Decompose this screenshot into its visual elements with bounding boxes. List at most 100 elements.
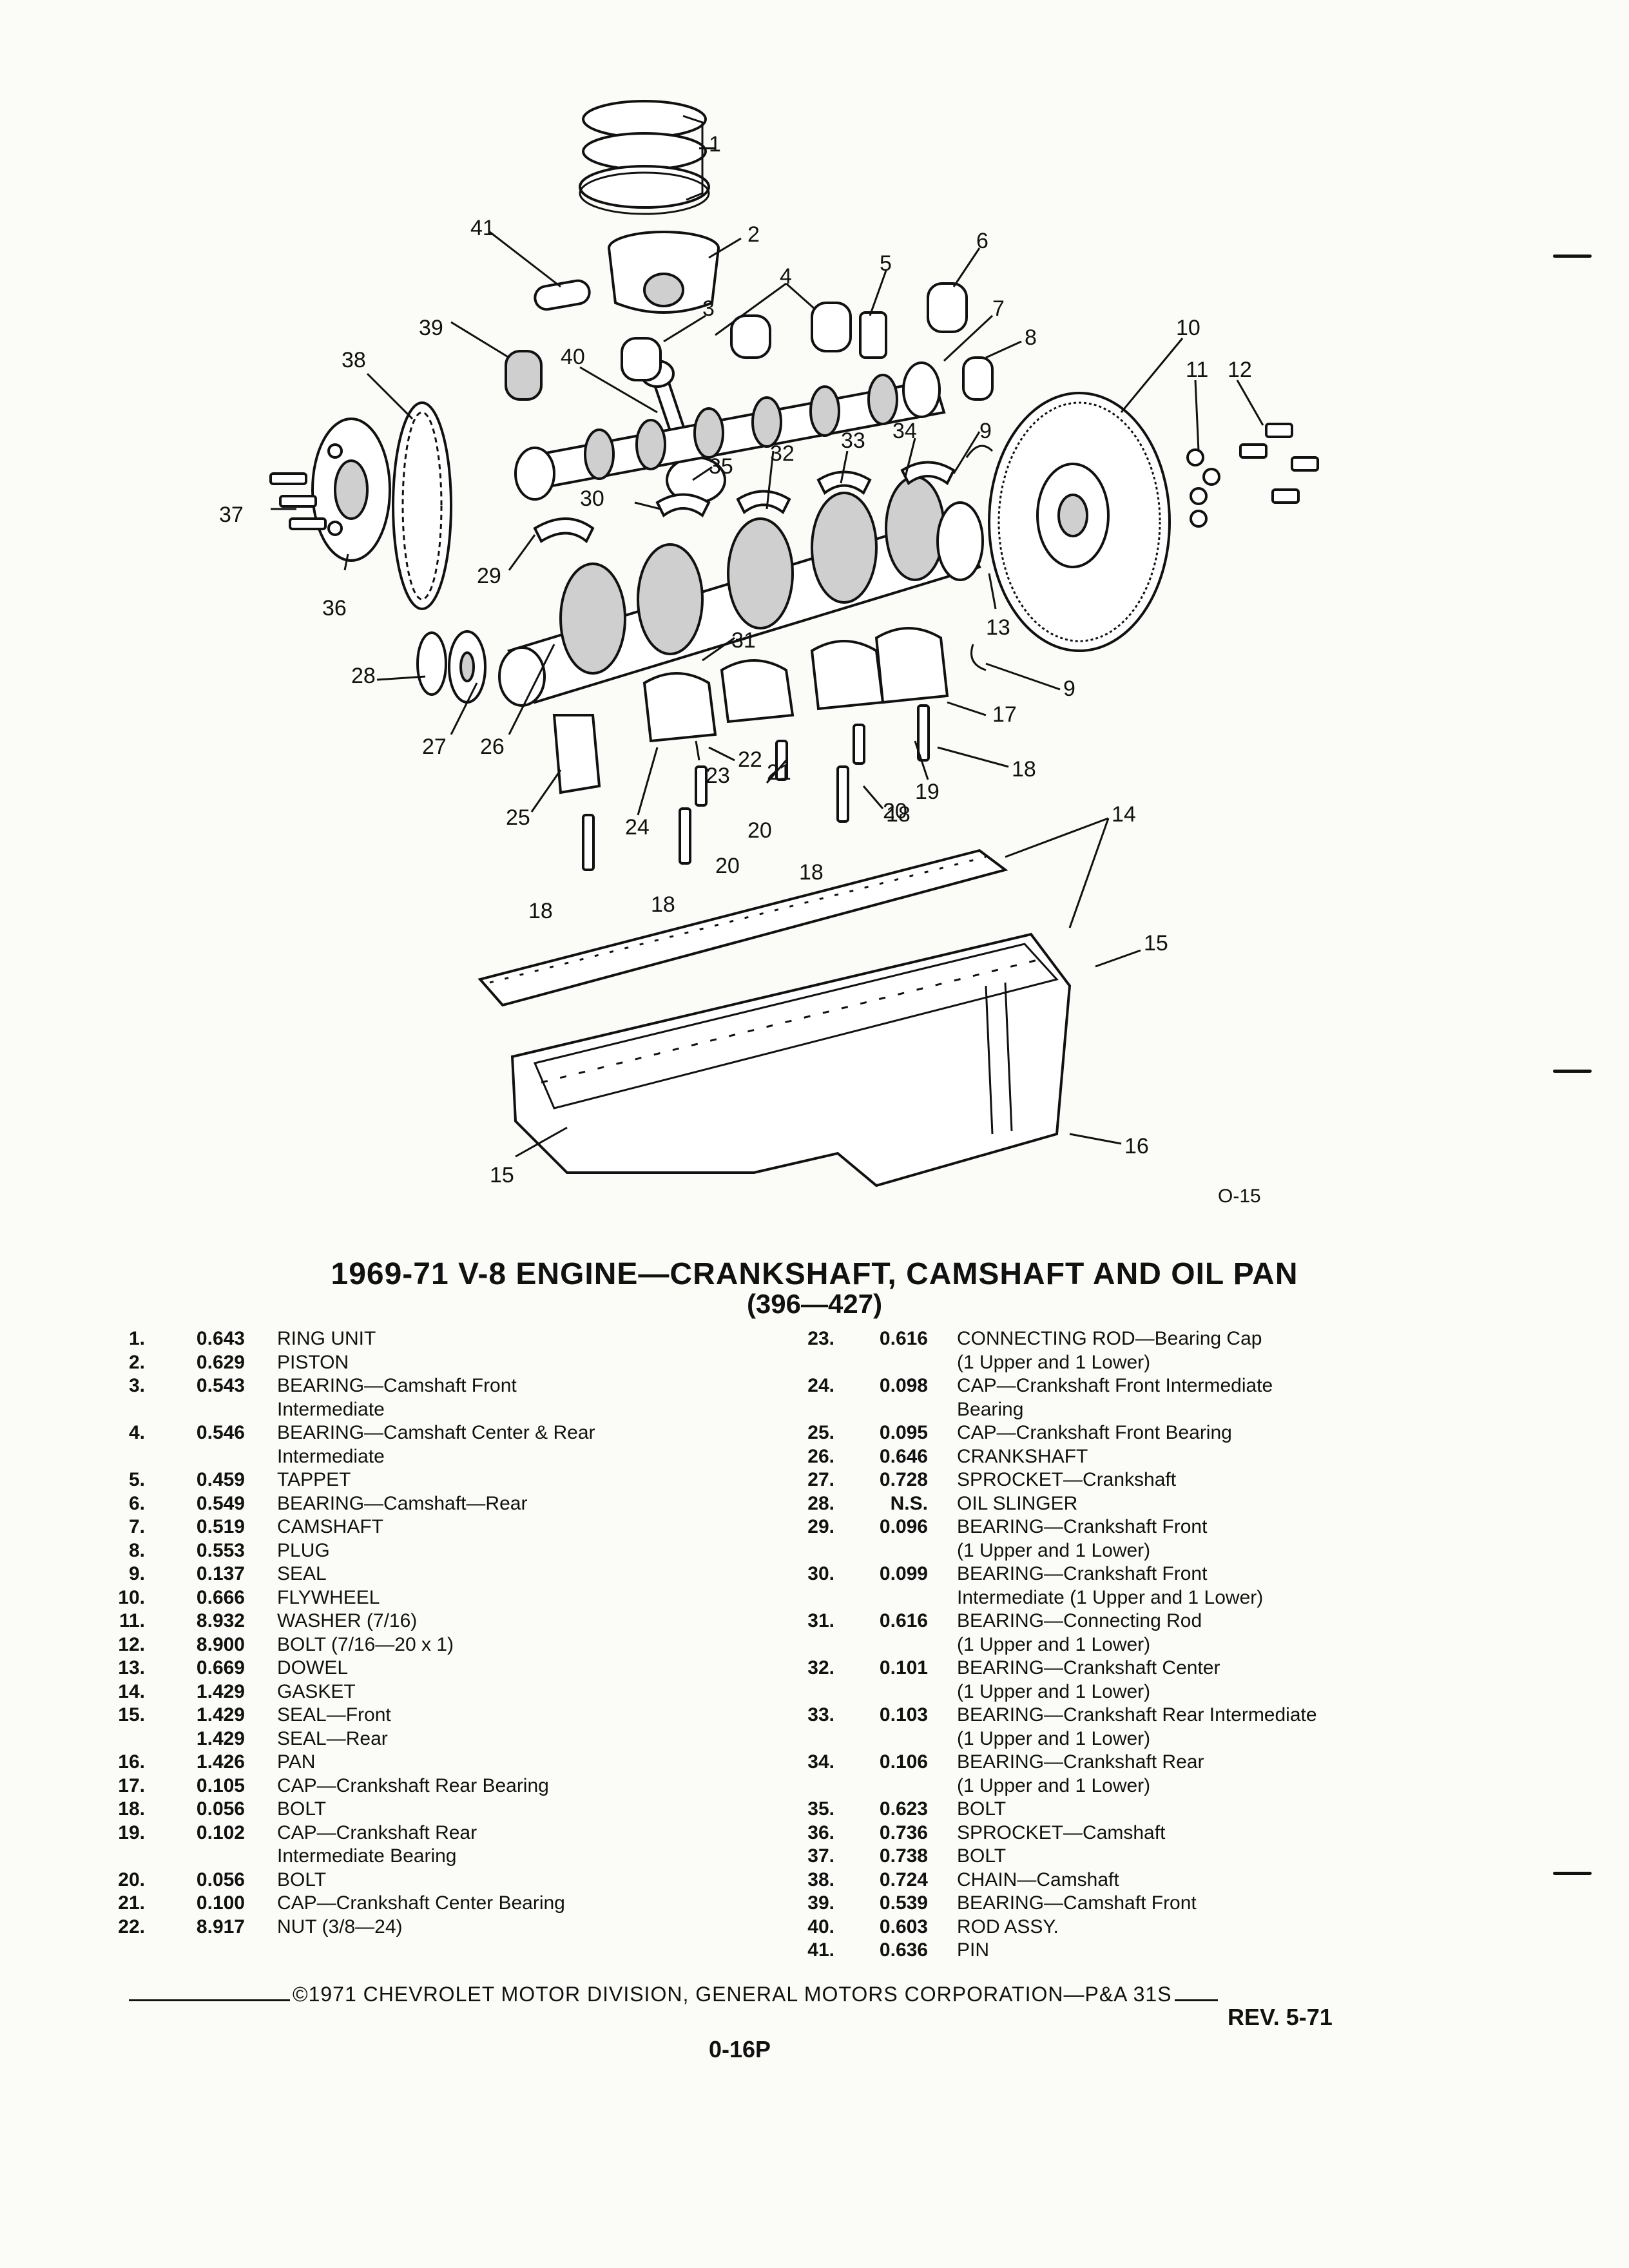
binder-mark — [1553, 255, 1592, 258]
part-description: SPROCKET—Crankshaft — [957, 1469, 1177, 1490]
callout-25: 25 — [506, 805, 530, 830]
item-number: 26. — [807, 1445, 834, 1467]
callout-39: 39 — [419, 316, 443, 340]
part-number: 0.096 — [879, 1516, 928, 1537]
callout-8: 8 — [1025, 325, 1037, 350]
item-number: 35. — [807, 1798, 834, 1820]
part-description: CAP—Crankshaft Rear — [277, 1821, 477, 1843]
item-number: 17. — [118, 1774, 145, 1796]
part-description: Intermediate — [277, 1398, 385, 1420]
part-description: BOLT — [277, 1869, 327, 1890]
item-number: 25. — [807, 1422, 834, 1443]
part-description: SEAL — [277, 1563, 327, 1584]
item-number: 40. — [807, 1916, 834, 1937]
callout-15: 15 — [1144, 931, 1168, 956]
part-number: 8.900 — [196, 1633, 245, 1655]
callout-9b: 9 — [1063, 677, 1075, 701]
part-description: CAP—Crankshaft Rear Bearing — [277, 1774, 549, 1796]
callout-11: 11 — [1186, 358, 1208, 382]
part-number: 0.546 — [196, 1422, 245, 1443]
callout-leaders — [271, 115, 1264, 1158]
figure-code: O-15 — [1218, 1186, 1261, 1207]
part-number: 1.426 — [196, 1751, 245, 1773]
crankshaft-illustration — [498, 476, 984, 707]
part-description: CAMSHAFT — [277, 1516, 383, 1537]
part-description: (1 Upper and 1 Lower) — [957, 1680, 1151, 1702]
item-number: 13. — [118, 1657, 145, 1678]
part-number: 0.102 — [196, 1821, 245, 1843]
main-bearing-caps-illustration — [552, 627, 949, 794]
callout-34: 34 — [892, 419, 917, 443]
part-description: (1 Upper and 1 Lower) — [957, 1351, 1151, 1373]
part-number: 8.917 — [196, 1916, 245, 1937]
callout-18c: 18 — [799, 860, 824, 885]
part-description: BEARING—Crankshaft Center — [957, 1657, 1220, 1678]
part-description: NUT (3/8—24) — [277, 1916, 403, 1937]
item-number: 15. — [118, 1704, 145, 1725]
callout-20: 20 — [883, 799, 907, 823]
part-description: PLUG — [277, 1539, 330, 1561]
exploded-view-diagram: 1 2 3 4 5 6 7 8 9 10 11 12 13 9 14 15 15… — [219, 100, 1319, 1187]
part-description: (1 Upper and 1 Lower) — [957, 1633, 1151, 1655]
revision-label: REV. 5-71 — [1228, 2004, 1333, 2030]
part-number: 0.623 — [879, 1798, 928, 1820]
parts-list-row: Intermediate Bearing — [84, 1845, 793, 1869]
part-number: 0.553 — [196, 1539, 245, 1561]
parts-list-row: (1 Upper and 1 Lower) — [773, 1774, 1579, 1798]
part-number: 0.519 — [196, 1516, 245, 1537]
part-number: 0.549 — [196, 1492, 245, 1514]
part-description: (1 Upper and 1 Lower) — [957, 1774, 1151, 1796]
flywheel-bolts-illustration — [1186, 423, 1319, 528]
cam-sprocket-illustration — [311, 418, 391, 562]
part-number: 0.646 — [879, 1445, 928, 1467]
callout-1: 1 — [709, 132, 721, 157]
part-description: BOLT (7/16—20 x 1) — [277, 1633, 454, 1655]
cam-bolts-illustration — [269, 472, 327, 530]
part-number: 0.669 — [196, 1657, 245, 1678]
part-number: 0.106 — [879, 1751, 928, 1773]
part-number: 0.099 — [879, 1563, 928, 1584]
callout-35: 35 — [709, 454, 733, 479]
callout-18e: 18 — [528, 899, 553, 923]
callout-13: 13 — [986, 615, 1010, 640]
part-number: 0.738 — [879, 1845, 928, 1867]
callout-17: 17 — [992, 702, 1017, 727]
item-number: 3. — [128, 1375, 145, 1396]
callout-26: 26 — [480, 735, 505, 759]
callout-32: 32 — [770, 441, 795, 466]
callout-24: 24 — [625, 815, 650, 840]
piston-pin-illustration — [534, 279, 591, 311]
callout-33: 33 — [841, 428, 865, 453]
item-number: 29. — [807, 1516, 834, 1537]
page-title: 1969-71 V-8 ENGINE—CRANKSHAFT, CAMSHAFT … — [331, 1257, 1298, 1291]
callout-15b: 15 — [490, 1163, 514, 1187]
item-number: 23. — [807, 1328, 834, 1349]
callout-20b: 20 — [747, 818, 772, 843]
part-number: 0.105 — [196, 1774, 245, 1796]
camshaft-illustration — [514, 361, 946, 501]
part-number: 0.103 — [879, 1704, 928, 1725]
part-description: CAP—Crankshaft Center Bearing — [277, 1892, 565, 1914]
timing-chain-illustration — [392, 401, 452, 610]
callout-28: 28 — [351, 664, 376, 688]
binder-mark — [1553, 1872, 1592, 1875]
parts-list-row: Intermediate — [84, 1445, 793, 1469]
callout-9: 9 — [979, 419, 992, 443]
item-number: 5. — [128, 1469, 145, 1490]
part-description: CAP—Crankshaft Front Bearing — [957, 1422, 1232, 1443]
part-description: CONNECTING ROD—Bearing Cap — [957, 1328, 1262, 1349]
part-number: 0.098 — [879, 1375, 928, 1396]
